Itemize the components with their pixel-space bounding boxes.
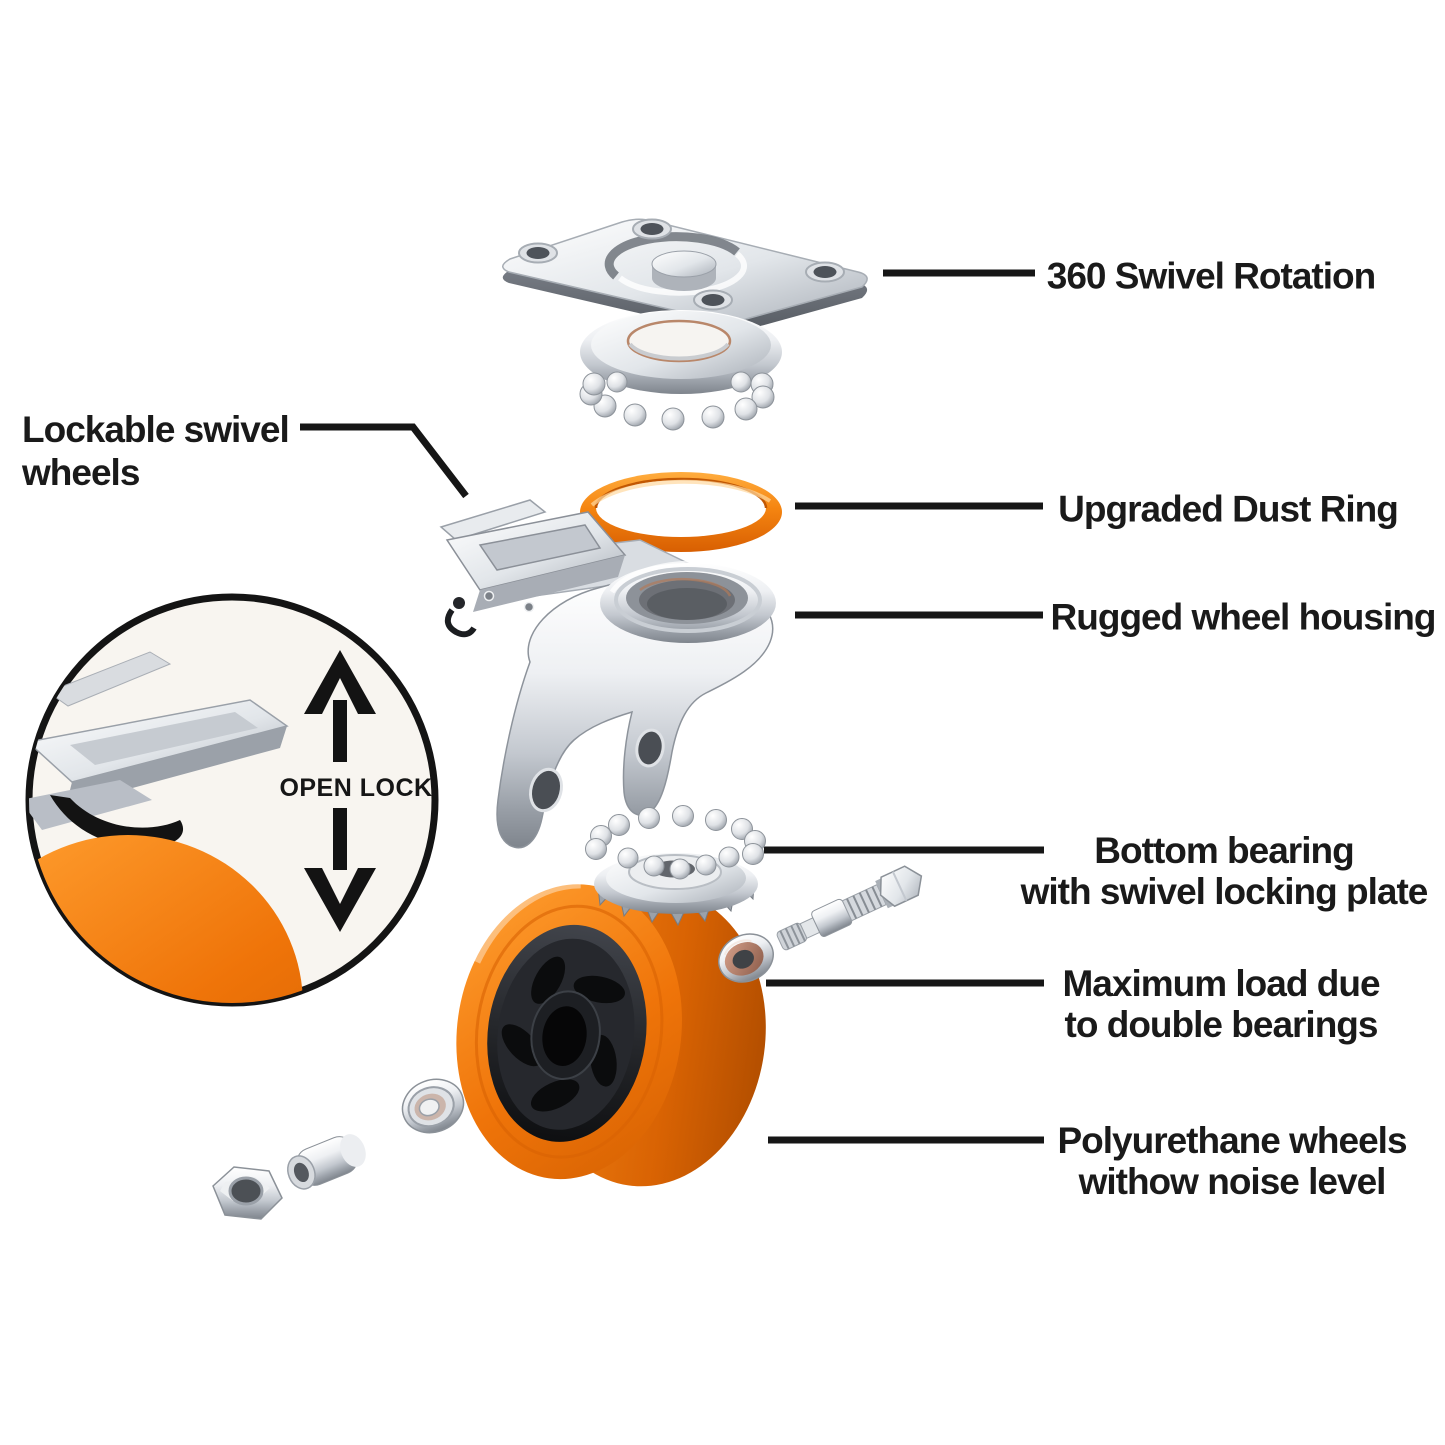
down-arrow-icon <box>304 808 376 932</box>
label-line: to double bearings <box>1064 1004 1379 1045</box>
pedal-ridge <box>439 499 547 541</box>
housing-fork-body <box>496 577 774 849</box>
closeup-lock-hook <box>50 795 184 847</box>
pedal-recess <box>478 524 602 571</box>
wheel-highlight <box>473 881 581 964</box>
top-bearing-balls <box>579 371 775 431</box>
label-open-lock: OPEN LOCK <box>279 775 432 801</box>
lock-plate-front-balls <box>617 846 740 880</box>
housing-rivet-2 <box>523 601 535 613</box>
closeup-strip <box>46 651 172 707</box>
bolt-hex-head <box>879 865 923 908</box>
bottom-bearing-balls <box>585 805 766 865</box>
label-lockable-swivel-wheels: Lockable swivel wheels <box>22 408 290 494</box>
label-line: Upgraded Dust Ring <box>1058 488 1399 530</box>
wheel-bearing-left <box>401 1078 465 1134</box>
label-upgraded-dust-ring: Upgraded Dust Ring <box>1058 488 1399 530</box>
top-bearing <box>579 310 782 431</box>
fork-leg-hole-left <box>529 767 563 813</box>
label-maximum-load: Maximum load due to double bearings <box>1062 963 1380 1045</box>
mounting-plate <box>502 218 868 334</box>
housing-rivet-1 <box>483 590 495 602</box>
label-360-swivel-rotation: 360 Swivel Rotation <box>1047 256 1376 297</box>
axle-bolt <box>776 865 923 951</box>
bearing-race-hole-shadow <box>628 342 730 361</box>
fork-leg-hole-right <box>635 728 665 768</box>
label-line: Lockable swivel <box>22 409 290 450</box>
leader-lockable-swivel <box>300 423 469 499</box>
wheel <box>456 881 766 1187</box>
label-line: withow noise level <box>1078 1161 1387 1202</box>
label-line: OPEN LOCK <box>279 774 433 802</box>
wheel-hub <box>487 924 647 1142</box>
pedal-front-flap <box>473 555 625 612</box>
pedal-pivot <box>453 597 465 609</box>
label-bottom-bearing: Bottom bearing with swivel locking plate <box>1020 830 1429 912</box>
plate-bolt-holes <box>518 218 845 311</box>
plate-groove-shadow <box>604 232 740 280</box>
label-polyurethane-wheels: Polyurethane wheels withow noise level <box>1057 1120 1407 1202</box>
pedal-hook <box>444 608 477 638</box>
hex-nut <box>212 1166 283 1220</box>
label-rugged-wheel-housing: Rugged wheel housing <box>1050 596 1437 638</box>
wheel-housing <box>439 499 776 849</box>
label-line: 360 Swivel Rotation <box>1046 255 1376 297</box>
label-line: Maximum load due <box>1062 963 1380 1004</box>
bearing-race-hole <box>626 319 732 363</box>
leader-lines <box>300 269 1044 1144</box>
open-lock-inset <box>25 593 439 1007</box>
wheel-bearing-right <box>718 933 774 983</box>
wheel-axle-hole <box>542 1006 587 1066</box>
plate-groove-light <box>618 251 747 296</box>
dust-ring <box>580 472 782 552</box>
closeup-pedal-recess <box>70 712 258 765</box>
label-line: Bottom bearing <box>1094 830 1354 871</box>
label-line: Polyurethane wheels <box>1057 1120 1407 1161</box>
label-line: Rugged wheel housing <box>1050 596 1437 638</box>
swivel-bowl <box>600 560 776 643</box>
closeup-bracket <box>29 780 152 830</box>
label-line: wheels <box>22 452 140 493</box>
wheel-face-bevel <box>474 904 664 1159</box>
axle-spacer <box>287 1134 366 1190</box>
label-line: with swivel locking plate <box>1020 871 1429 912</box>
brake-pedal <box>439 499 627 638</box>
swivel-lock-plate <box>594 846 758 927</box>
dust-ring-highlight <box>590 479 772 507</box>
kingpin-boss-top <box>651 250 717 278</box>
dust-ring-hole <box>596 479 766 537</box>
up-arrow-icon <box>304 650 376 762</box>
